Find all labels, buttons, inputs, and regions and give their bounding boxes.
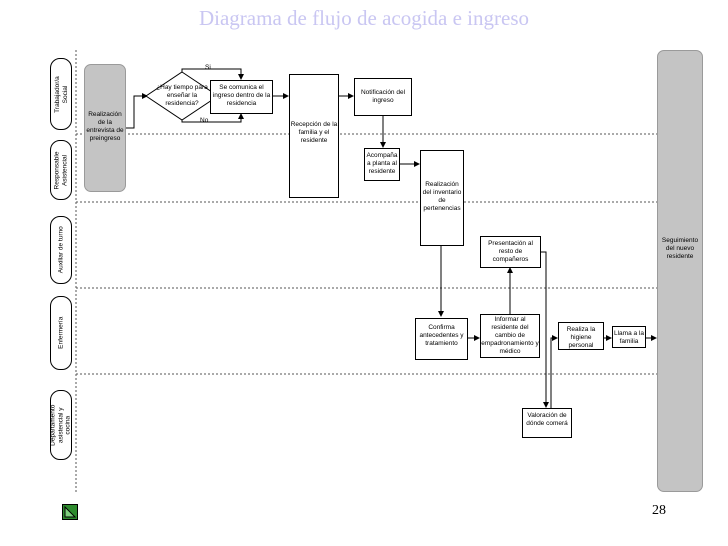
edge-label-no: No xyxy=(200,117,209,124)
node-acompana: Acompaña a planta al residente xyxy=(364,148,400,181)
nav-back-button[interactable] xyxy=(62,504,78,520)
node-llama-familia: Llama a la familia xyxy=(612,326,646,348)
node-label: Recepción de la familia y el residente xyxy=(290,121,338,144)
lane-responsable-asistencial: Responsable Asistencial xyxy=(50,140,72,200)
node-confirma: Confirma antecedentes y tratamiento xyxy=(415,318,468,360)
node-comunica-ingreso: Se comunica el ingreso dentro de la resi… xyxy=(210,80,273,114)
node-label: Seguimiento del nuevo residente xyxy=(661,237,699,260)
node-label: Valoración de dónde comerá xyxy=(526,412,568,427)
lane-label: Trabajador/a Social xyxy=(53,75,69,113)
node-label: Realización del inventario de pertenenci… xyxy=(422,181,462,212)
lane-auxiliar-turno: Auxiliar de turno xyxy=(50,216,72,284)
node-entrevista-preingreso: Realización de la entrevista de preingre… xyxy=(84,64,126,192)
node-informar: Informar al residente del cambio de empa… xyxy=(480,314,540,358)
node-notificacion: Notificación del ingreso xyxy=(354,78,412,116)
lane-label: Enfermería xyxy=(57,316,65,350)
lane-label: Departamento asistencial y cocina xyxy=(49,404,72,446)
node-label: Realiza la higiene personal xyxy=(566,326,596,349)
lane-label: Auxiliar de turno xyxy=(57,226,65,274)
node-label: Notificación del ingreso xyxy=(360,89,406,104)
lane-enfermeria: Enfermería xyxy=(50,296,72,370)
lane-departamento-asistencial: Departamento asistencial y cocina xyxy=(50,390,72,460)
node-higiene: Realiza la higiene personal xyxy=(558,322,604,350)
node-decision: ¿Hay tiempo para enseñar la residencia? xyxy=(152,82,212,110)
page-number: 28 xyxy=(652,503,666,518)
node-label: Realización de la entrevista de preingre… xyxy=(86,111,124,142)
lane-trabajador-social: Trabajador/a Social xyxy=(50,58,72,130)
node-seguimiento: Seguimiento del nuevo residente xyxy=(657,50,703,492)
node-label: Presentación al resto de compañeros xyxy=(488,240,533,263)
lane-label: Responsable Asistencial xyxy=(53,151,69,189)
node-recepcion: Recepción de la familia y el residente xyxy=(289,74,339,198)
node-inventario: Realización del inventario de pertenenci… xyxy=(420,150,464,246)
node-label: Informar al residente del cambio de empa… xyxy=(481,316,539,355)
edge-label-si: Si xyxy=(205,64,211,71)
node-label: Acompaña a planta al residente xyxy=(366,152,398,175)
node-valoracion: Valoración de dónde comerá xyxy=(522,408,572,438)
node-label: Llama a la familia xyxy=(614,330,644,345)
node-label: Confirma antecedentes y tratamiento xyxy=(419,324,464,347)
node-label: Se comunica el ingreso dentro de la resi… xyxy=(212,84,271,107)
node-label: ¿Hay tiempo para enseñar la residencia? xyxy=(156,84,208,107)
page-title: Diagrama de flujo de acogida e ingreso xyxy=(198,6,530,30)
triangle-up-icon xyxy=(64,505,77,518)
node-presentacion: Presentación al resto de compañeros xyxy=(480,236,541,268)
